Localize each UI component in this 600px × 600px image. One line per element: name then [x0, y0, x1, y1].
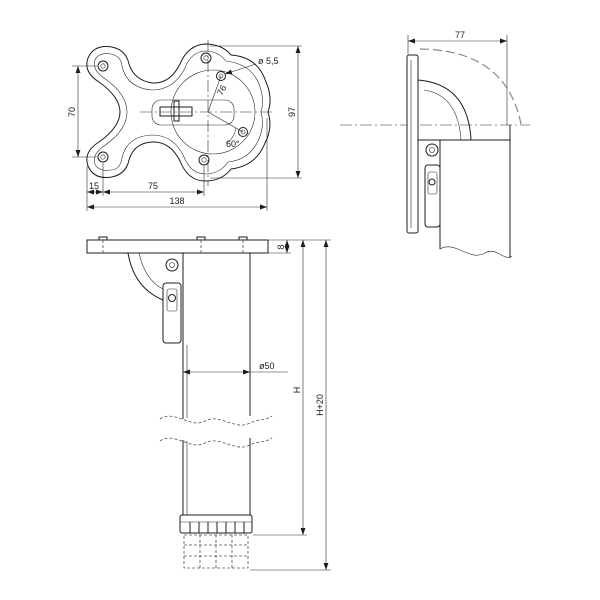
angle-arc — [225, 127, 237, 144]
central-recess — [151, 99, 235, 126]
hole-ring — [97, 151, 109, 163]
latch-clip-window — [427, 171, 438, 195]
latch-clip-window — [166, 288, 178, 312]
mounting-hole-bottom-middle — [198, 154, 210, 166]
plan-view: ø 5,5 76 60° 70 97 15 75 138 — [67, 40, 302, 211]
side-plate — [406, 54, 419, 234]
gusset-outer-curve — [127, 252, 164, 301]
tube-break-line-upper — [159, 415, 273, 426]
overall-height-label: 97 — [287, 107, 297, 117]
edge-offset-label: 15 — [89, 181, 99, 191]
tube-break-line — [439, 246, 513, 258]
gusset-inner-curve — [138, 252, 164, 290]
angle-label: 60° — [226, 139, 240, 149]
height-label: H — [292, 387, 302, 394]
mounting-hole-right-lower — [238, 127, 248, 137]
central-slot — [159, 106, 193, 117]
mounting-hole-bottom-left — [97, 151, 109, 163]
total-height-label: H+20 — [315, 394, 325, 416]
bracket-outer-curve — [417, 79, 472, 141]
hole-bore — [100, 154, 106, 160]
side-view: 77 — [340, 30, 530, 258]
plate-outer-outline — [86, 43, 271, 182]
hole-diameter-leader — [224, 63, 257, 75]
hole-ring — [238, 127, 248, 137]
leg-mounting-plate — [86, 239, 269, 254]
latch-clip — [162, 282, 182, 344]
elevation-view: ø50 8 H H+20 — [86, 236, 331, 571]
pitch-label: 76 — [215, 83, 229, 97]
hole-ring — [216, 71, 226, 81]
mounting-hole-top-middle — [200, 52, 212, 64]
pivot-pin-center — [429, 147, 435, 153]
tube-diameter-label: ø50 — [259, 361, 275, 371]
swing-arc — [419, 48, 522, 125]
screw-head — [98, 236, 108, 241]
hole-bore — [218, 73, 224, 79]
hole-ring — [97, 60, 109, 72]
plate-thickness-label: 8 — [276, 244, 286, 249]
screw-head — [196, 236, 206, 241]
slot-key — [173, 100, 180, 122]
plate-inner-outline — [94, 50, 263, 175]
angle-ray — [207, 111, 244, 133]
mounting-hole-right-upper — [216, 71, 226, 81]
depth-label: 77 — [455, 30, 465, 40]
hole-diameter-label: ø 5,5 — [258, 56, 279, 66]
hole-spacing-horizontal-label: 75 — [148, 181, 158, 191]
pitch-dimension-line — [207, 75, 222, 113]
hole-bore — [201, 157, 207, 163]
pivot-pin — [165, 258, 179, 272]
overall-width-label: 138 — [169, 196, 184, 206]
pivot-pin — [425, 143, 439, 157]
screw-head — [238, 236, 248, 241]
hole-bore — [240, 129, 246, 135]
bracket-inner-curve — [423, 89, 462, 141]
tube-break-line-lower — [159, 437, 273, 448]
latch-clip — [424, 164, 441, 228]
hole-bore — [203, 55, 209, 61]
hole-ring — [200, 52, 212, 64]
hole-spacing-vertical-label: 70 — [67, 107, 77, 117]
latch-rivet — [428, 178, 436, 186]
hole-bore — [100, 63, 106, 69]
foot-collar — [179, 514, 253, 534]
mounting-hole-top-left — [97, 60, 109, 72]
pivot-pin-center — [169, 262, 175, 268]
latch-rivet — [168, 294, 176, 302]
hole-ring — [198, 154, 210, 166]
